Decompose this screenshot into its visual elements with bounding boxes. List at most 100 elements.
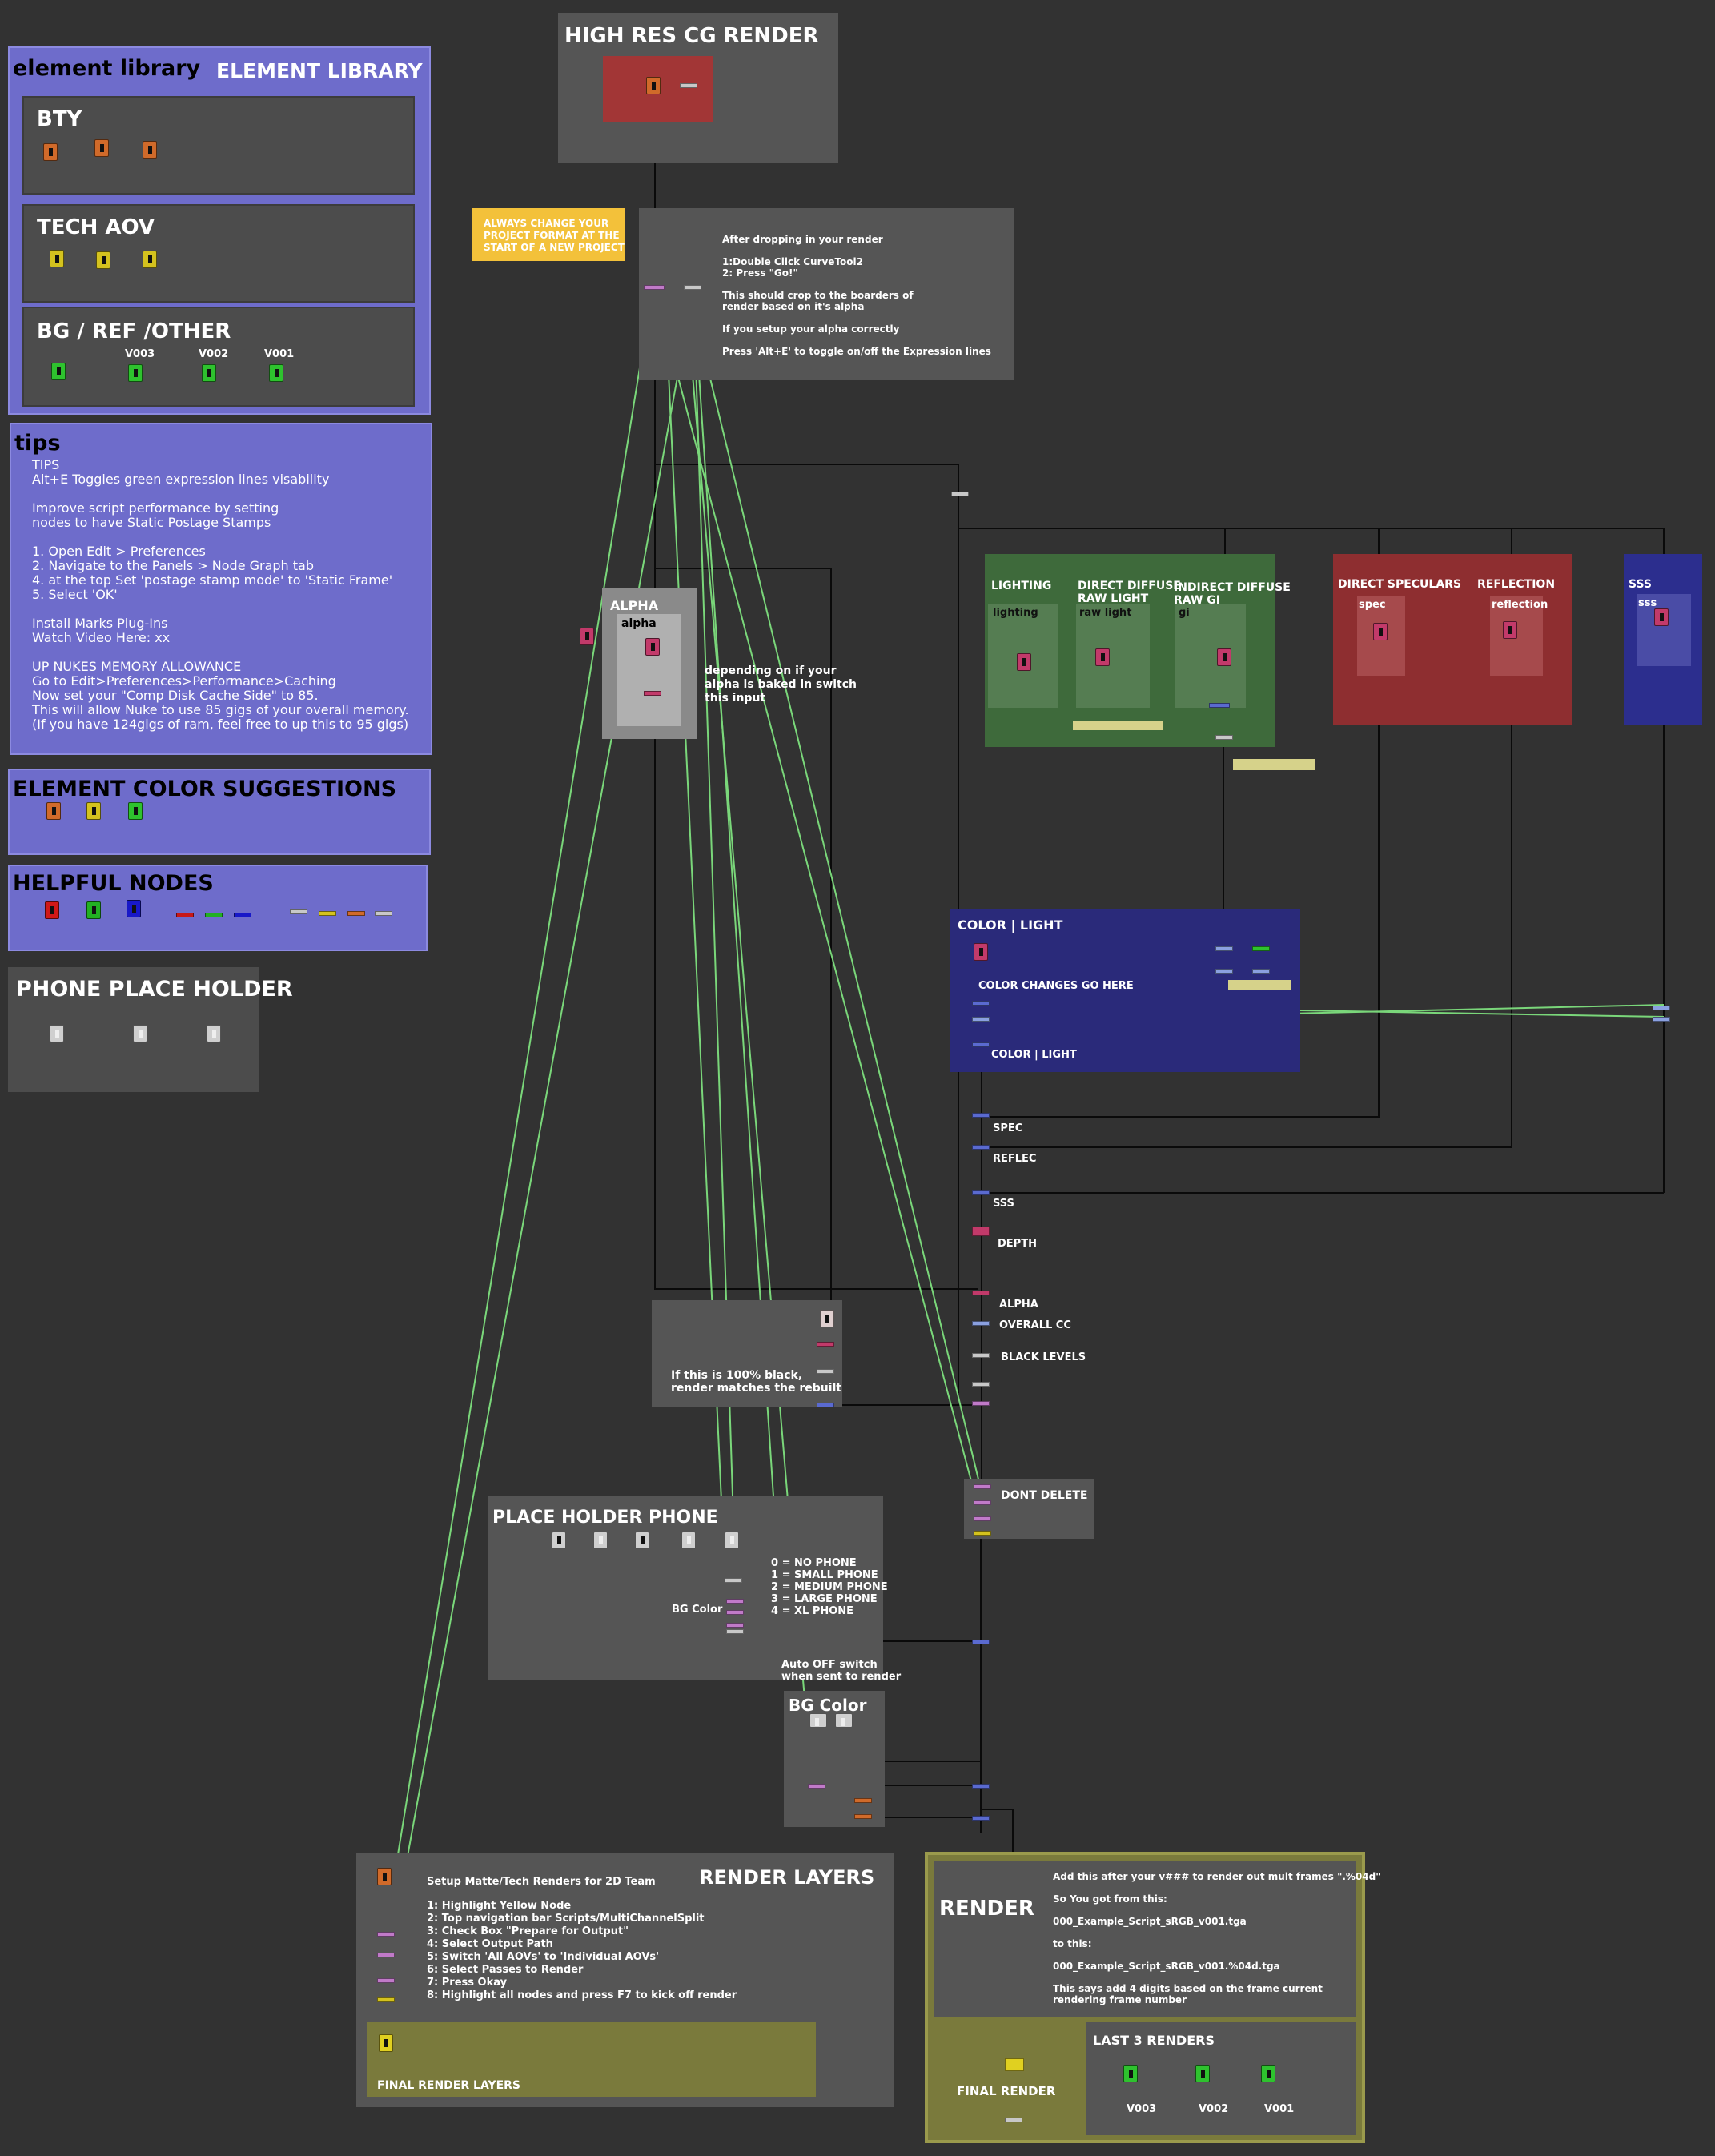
pipe-merge-cl3[interactable] — [972, 1042, 990, 1047]
helpful-yellow-dot[interactable] — [319, 911, 336, 916]
last-render-node-v001[interactable] — [1261, 2065, 1275, 2082]
cl-merge-3[interactable] — [1215, 969, 1233, 974]
pipe-merge-sss[interactable] — [972, 1190, 990, 1195]
lighting-sticky-2[interactable] — [1233, 759, 1315, 770]
cl-merge-4[interactable] — [1252, 969, 1270, 974]
cg-read-node[interactable] — [646, 77, 661, 94]
spec-shuffle-node[interactable] — [1373, 623, 1388, 640]
pipe-lighting-dot[interactable] — [1215, 735, 1233, 740]
bg-ref-other-backdrop[interactable]: BG / REF /OTHER V003 V002 V001 — [22, 307, 415, 407]
helpful-green-node[interactable] — [86, 901, 101, 919]
dont-delete-node-3[interactable] — [974, 1516, 991, 1521]
diff-merge-node[interactable] — [817, 1342, 834, 1347]
final-render-dot[interactable] — [1005, 2118, 1022, 2122]
bty-backdrop[interactable]: BTY — [22, 96, 415, 195]
alpha-inner-backdrop[interactable] — [617, 614, 681, 726]
bty-read-node-2[interactable] — [94, 139, 109, 157]
phone-merge-3[interactable] — [726, 1623, 744, 1628]
reflection-shuffle-node[interactable] — [1503, 621, 1517, 639]
high-res-cg-render-backdrop[interactable]: HIGH RES CG RENDER — [558, 13, 838, 163]
sss-merge-1[interactable] — [1653, 1006, 1670, 1010]
pipe-merge-spec[interactable] — [972, 1113, 990, 1118]
curvetool-node[interactable] — [684, 285, 701, 290]
bg-orange-node-1[interactable] — [854, 1798, 872, 1803]
rl-node-4[interactable] — [377, 1997, 395, 2002]
diff-output-node[interactable] — [817, 1403, 834, 1407]
phone-switch-node[interactable] — [725, 1578, 742, 1583]
dont-delete-node-4[interactable] — [974, 1531, 991, 1536]
final-render-layers-backdrop[interactable]: FINAL RENDER LAYERS — [368, 2022, 816, 2097]
bg-constant-node-2[interactable] — [835, 1713, 853, 1728]
pipe-bg-merge-1[interactable] — [972, 1784, 990, 1789]
phone-read-node-0[interactable] — [552, 1532, 566, 1549]
pipe-merge-reflec[interactable] — [972, 1145, 990, 1150]
lighting-shuffle-node[interactable] — [1017, 653, 1031, 671]
suggest-green-node[interactable] — [128, 802, 143, 820]
direct-diffuse-shuffle-node[interactable] — [1095, 648, 1110, 666]
pipe-merge-cl1[interactable] — [972, 1001, 990, 1006]
helpful-red-node[interactable] — [45, 901, 59, 919]
pipe-alpha-node[interactable] — [972, 1291, 990, 1295]
pipe-crop-node[interactable] — [972, 1401, 990, 1406]
pipe-grade-node[interactable] — [972, 1382, 990, 1387]
pipe-depth-node[interactable] — [972, 1227, 990, 1236]
phone-placeholder-node-2[interactable] — [133, 1025, 147, 1042]
bg-color-backdrop[interactable]: BG Color — [784, 1691, 885, 1827]
suggest-yellow-node[interactable] — [86, 802, 101, 820]
bg-read-node[interactable] — [51, 363, 66, 380]
render-layers-read-node[interactable] — [377, 1868, 392, 1885]
dont-delete-node-1[interactable] — [974, 1484, 991, 1489]
phone-merge-2[interactable] — [726, 1610, 744, 1615]
cl-merge-1[interactable] — [1215, 946, 1233, 951]
rl-node-1[interactable] — [377, 1932, 395, 1937]
bty-read-node-1[interactable] — [43, 143, 58, 161]
sss-shuffle-node[interactable] — [1654, 608, 1669, 626]
sss-backdrop[interactable]: SSS sss — [1624, 554, 1702, 725]
helpful-nodes-backdrop[interactable]: HELPFUL NODES — [8, 865, 428, 951]
rl-node-2[interactable] — [377, 1953, 395, 1957]
alpha-switch-node[interactable] — [644, 691, 661, 696]
helpful-grey-dot[interactable] — [290, 909, 307, 914]
lighting-merge-node[interactable] — [1209, 703, 1230, 708]
phone-merge-4[interactable] — [726, 1629, 744, 1634]
color-light-backdrop[interactable]: COLOR | LIGHT COLOR CHANGES GO HERE COLO… — [950, 909, 1300, 1072]
alpha-side-node[interactable] — [580, 628, 594, 645]
color-light-sticky[interactable] — [1228, 980, 1291, 990]
bg-merge-node[interactable] — [808, 1784, 825, 1789]
diff-check-backdrop[interactable]: If this is 100% black, render matches th… — [652, 1300, 842, 1407]
helpful-blue-dot[interactable] — [234, 913, 251, 917]
helpful-green-dot[interactable] — [205, 913, 223, 917]
direct-diffuse-sub-backdrop[interactable]: raw light — [1076, 604, 1150, 708]
alpha-backdrop[interactable]: ALPHA alpha — [602, 588, 697, 739]
bg-read-node-v001[interactable] — [269, 364, 283, 382]
tech-aov-read-node-1[interactable] — [50, 250, 64, 267]
last-render-node-v003[interactable] — [1123, 2065, 1138, 2082]
tech-aov-read-node-3[interactable] — [143, 251, 157, 268]
last-3-renders-backdrop[interactable]: LAST 3 RENDERS V003 V002 V001 — [1086, 2022, 1356, 2135]
dont-delete-node-2[interactable] — [974, 1500, 991, 1505]
suggest-orange-node[interactable] — [46, 802, 61, 820]
phone-read-node-3[interactable] — [681, 1532, 696, 1549]
phone-read-node-2[interactable] — [635, 1532, 649, 1549]
crop-node[interactable] — [644, 285, 665, 290]
cg-dot[interactable] — [680, 83, 697, 88]
bty-read-node-3[interactable] — [143, 141, 157, 159]
render-backdrop[interactable]: RENDER Add this after your v### to rende… — [925, 1852, 1380, 2143]
tech-aov-backdrop[interactable]: TECH AOV — [22, 204, 415, 303]
dont-delete-backdrop[interactable]: DONT DELETE — [964, 1479, 1094, 1539]
phone-placeholder-node-3[interactable] — [207, 1025, 221, 1042]
sss-merge-2[interactable] — [1653, 1017, 1670, 1022]
pipe-phone-merge[interactable] — [972, 1640, 990, 1644]
lighting-backdrop[interactable]: LIGHTING DIRECT DIFFUSE RAW LIGHT INDIRE… — [985, 554, 1291, 747]
lighting-sticky[interactable] — [1073, 721, 1163, 730]
project-format-sticky-note[interactable]: ALWAYS CHANGE YOUR PROJECT FORMAT AT THE… — [472, 208, 625, 261]
pipe-bg-merge-2[interactable] — [972, 1816, 990, 1821]
spec-backdrop[interactable]: DIRECT SPECULARS REFLECTION spec reflect… — [1333, 554, 1572, 725]
bg-read-node-v002[interactable] — [202, 364, 216, 382]
pipe-overall-cc-node[interactable] — [972, 1321, 990, 1326]
tech-aov-read-node-2[interactable] — [96, 251, 110, 269]
bg-read-node-v003[interactable] — [128, 364, 143, 382]
helpful-blue-node[interactable] — [127, 900, 141, 917]
element-color-suggestions-backdrop[interactable]: ELEMENT COLOR SUGGESTIONS — [8, 769, 431, 855]
